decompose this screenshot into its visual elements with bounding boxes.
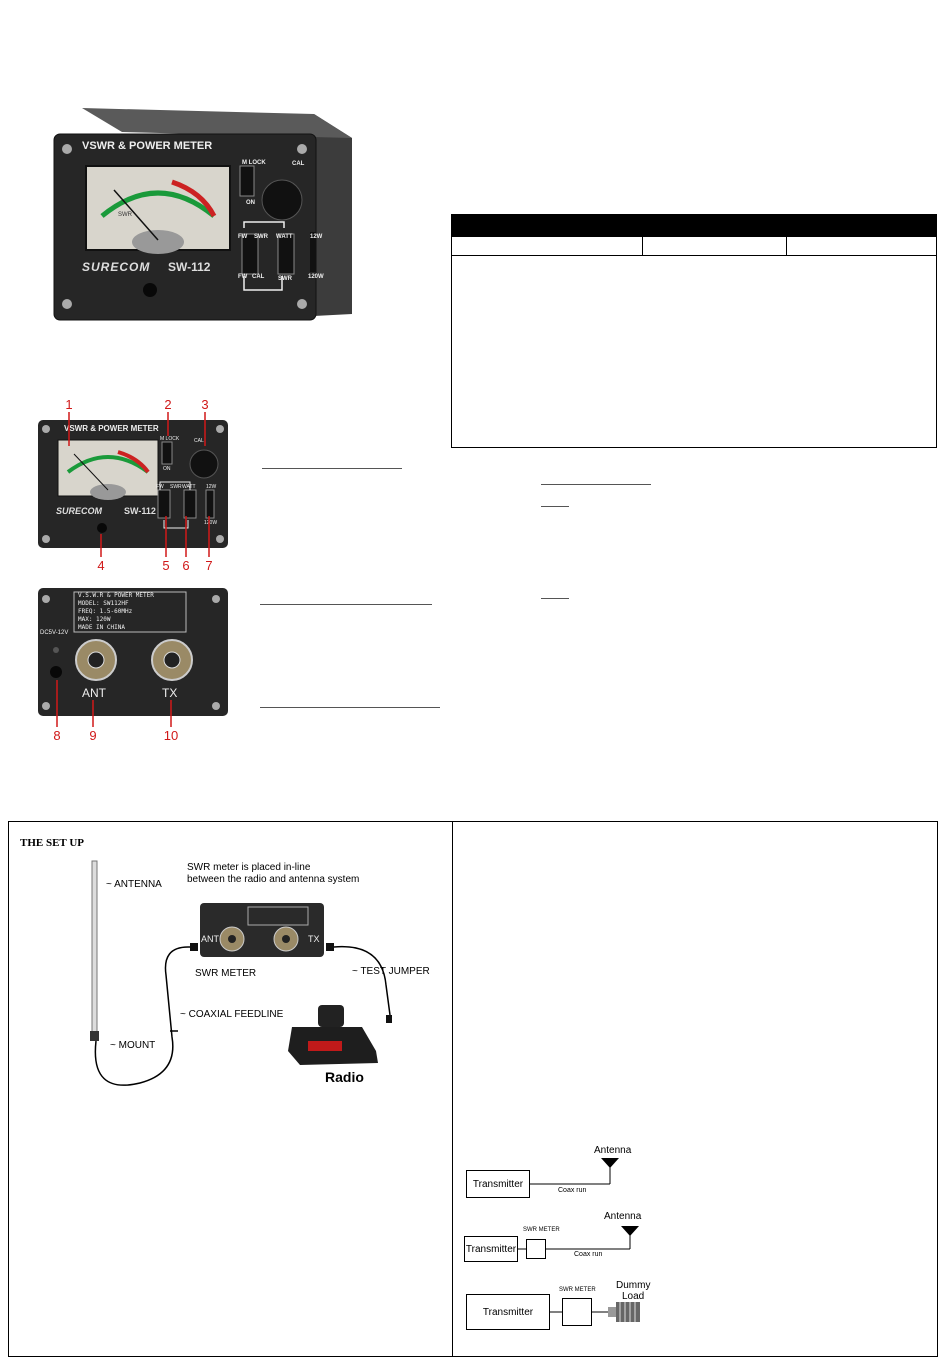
front-panel-diagram: VSWR & POWER METER SURECOM SW-112 M LOCK… [38,420,228,548]
photo-m-lock: M LOCK [242,160,266,166]
front-callout-lines [68,412,210,557]
specs-table-column-row [452,237,936,256]
specs-table [451,214,937,448]
dummy-load-icon [608,1302,640,1322]
photo-120w: 120W [308,274,324,280]
rule-back-desc [260,604,432,605]
front-120w: 120W [204,520,218,526]
diagram-3: Transmitter SWR METER Dummy Load [460,1276,680,1352]
d1-transmitter-box: Transmitter [466,1170,530,1198]
rule-back-desc-2 [260,707,440,708]
setup-swr-meter-label: SWR METER [195,968,257,979]
d2-swr-meter-label: SWR METER [523,1227,560,1233]
photo-fw-top: FW [238,234,248,240]
front-meter-title: VSWR & POWER METER [64,424,159,433]
d1-antenna-label: Antenna [594,1145,632,1156]
photo-meter-model: SW-112 [168,260,211,274]
setup-diagram [90,860,392,1086]
callout-9: 9 [89,728,97,743]
front-watt: WATT [182,484,196,490]
d2-swr-meter-box [526,1239,546,1259]
front-panel-graphic [38,420,228,548]
photo-meter-title: VSWR & POWER METER [82,140,213,152]
d1-antenna-icon [601,1158,619,1168]
callout-8: 8 [53,728,61,743]
front-12w: 12W [206,484,217,490]
d2-transmitter-box: Transmitter [464,1236,518,1262]
d2-transmitter-label: Transmitter [465,1243,517,1255]
d1-transmitter-label: Transmitter [472,1178,524,1190]
callout-6: 6 [182,558,190,573]
photo-swr-top: SWR [254,234,268,240]
callout-7: 7 [205,558,213,573]
setup-frame [8,821,938,1357]
callout-5: 5 [162,558,170,573]
photo-swr-bottom: SWR [278,276,292,282]
d3-dummy-label-2: Load [622,1291,645,1302]
callout-1: 1 [65,397,73,412]
front-swr: SWR [170,484,182,490]
product-photo: VSWR & POWER METER SURECOM SW-112 SWR M … [52,104,352,322]
setup-test-jumper-label: ~ TEST JUMPER [352,966,430,977]
back-panel-graphic [38,588,228,716]
callout-10: 10 [163,728,179,743]
specs-table-header-bar [452,215,936,237]
d3-swr-meter-label: SWR METER [559,1287,596,1293]
setup-mini-ant: ANT [201,934,219,944]
setup-mini-tx: TX [308,934,320,944]
photo-cal-bottom: CAL [252,274,265,280]
photo-fw: FW [238,274,248,280]
back-label-line-4: MAX: 120W [78,616,111,623]
back-callout-lines [56,680,172,727]
photo-12w: 12W [310,234,323,240]
front-brand: SURECOM [56,506,103,516]
setup-frame-divider [452,821,453,1357]
rule-right-2 [541,506,569,507]
back-dc-label: DC5V-12V [40,630,69,636]
back-label-line-3: FREQ: 1.5-60MHz [78,608,133,615]
front-m-lock: M LOCK [160,436,180,442]
back-panel-diagram: V.S.W.R & POWER METER MODEL: SW112HF FRE… [38,588,228,716]
setup-note-line-2: between the radio and antenna system [187,874,360,885]
d2-antenna-label: Antenna [604,1211,642,1222]
back-tx-label: TX [162,686,178,700]
photo-meter-brand: SURECOM [82,260,151,274]
d3-transmitter-label: Transmitter [482,1306,534,1318]
d2-coax-label: Coax run [574,1251,603,1258]
rule-front-desc [262,468,402,469]
callout-3: 3 [201,397,209,412]
back-ant-label: ANT [82,686,106,700]
back-label-line-5: MADE IN CHINA [78,624,125,631]
photo-on: ON [246,200,255,206]
rule-right-1 [541,484,651,485]
front-fw: FW [156,484,164,490]
setup-note-line-1: SWR meter is placed in-line [187,862,311,873]
setup-heading: THE SET UP [20,837,84,849]
diagram-2: Transmitter SWR METER Antenna Coax run [460,1208,660,1272]
rule-right-3 [541,598,569,599]
photo-watt: WATT [276,234,293,240]
d3-swr-meter-box [562,1298,592,1326]
setup-coaxial-feedline-label: ~ COAXIAL FEEDLINE [180,1009,284,1020]
photo-swr-scale: SWR [118,212,132,218]
back-label-line-2: MODEL: SW112HF [78,600,129,607]
callout-4: 4 [97,558,105,573]
front-model: SW-112 [124,506,156,516]
setup-antenna-label: ~ ANTENNA [106,879,162,890]
diagram-1: Transmitter Antenna Coax run [460,1140,660,1204]
d2-antenna-icon [621,1226,639,1236]
d3-transmitter-box: Transmitter [466,1294,550,1330]
setup-mount-label: ~ MOUNT [110,1040,156,1051]
front-on: ON [163,466,171,472]
d1-coax-label: Coax run [558,1187,587,1194]
d3-dummy-label-1: Dummy [616,1280,651,1291]
setup-radio-label: Radio [325,1069,364,1085]
callout-2: 2 [164,397,172,412]
meter-photo-graphic [53,108,352,321]
front-cal: CAL [194,438,204,444]
photo-cal: CAL [292,161,305,167]
back-label-line-1: V.S.W.R & POWER METER [78,592,154,599]
